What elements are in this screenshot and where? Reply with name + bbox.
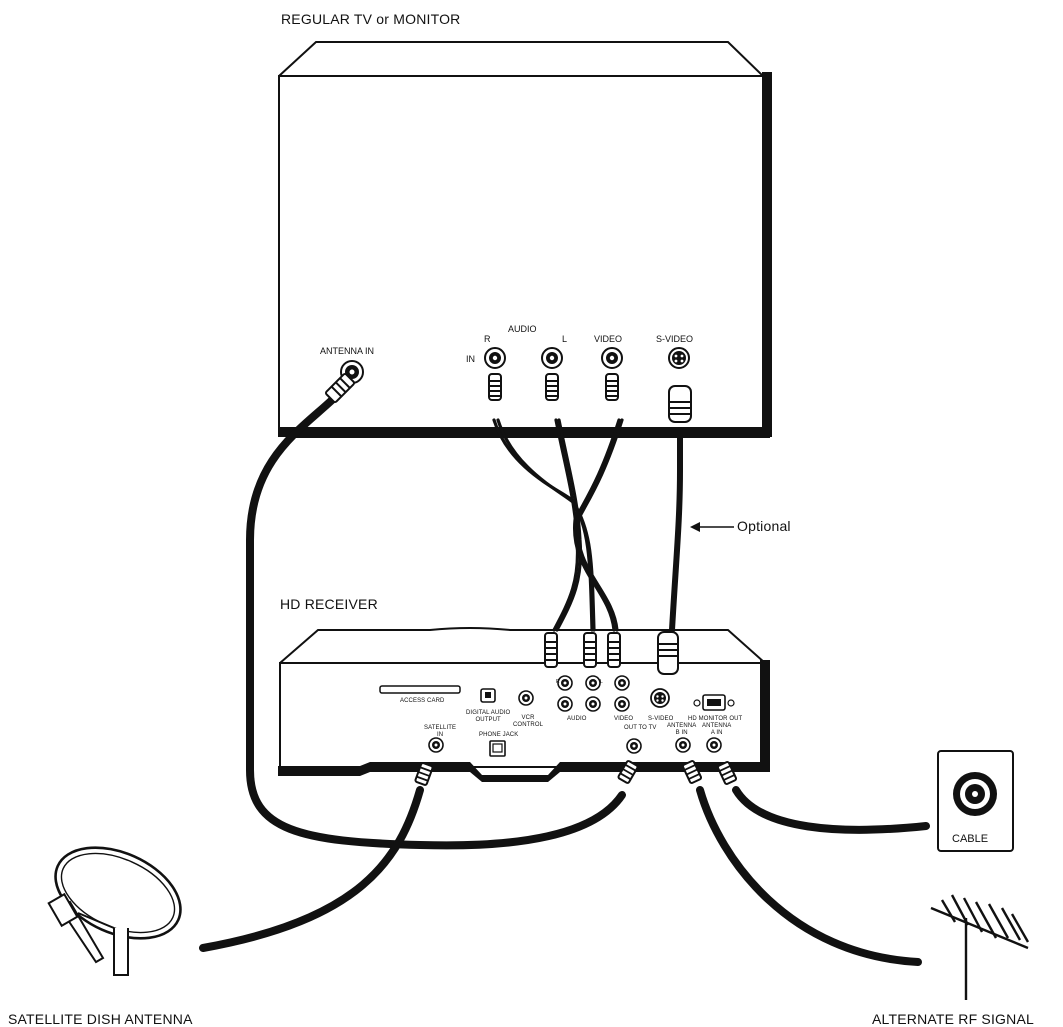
cable-wall-outlet bbox=[937, 750, 1014, 852]
receiver-audio-l2-jack[interactable] bbox=[585, 696, 601, 712]
receiver-l-label: L bbox=[600, 679, 603, 685]
tv-audio-r-plug bbox=[488, 373, 502, 401]
cable-tv-cable[interactable] bbox=[732, 786, 930, 834]
tv-audio-r-jack[interactable] bbox=[484, 347, 506, 369]
rf-antenna-cable[interactable] bbox=[696, 786, 922, 966]
tv-audio-l-jack[interactable] bbox=[541, 347, 563, 369]
out-to-tv-label: OUT TO TV bbox=[624, 725, 657, 731]
out-to-tv-jack[interactable] bbox=[626, 738, 642, 754]
tv-title: REGULAR TV or MONITOR bbox=[281, 11, 461, 27]
satellite-coax-cable[interactable] bbox=[199, 786, 424, 952]
tv-svideo-label: S-VIDEO bbox=[656, 334, 694, 344]
vcr-control-label: VCR CONTROL bbox=[513, 715, 544, 728]
digital-audio-output-port[interactable] bbox=[480, 688, 496, 703]
receiver-title: HD RECEIVER bbox=[280, 596, 378, 612]
svideo-cable[interactable] bbox=[669, 427, 683, 633]
phone-jack-port[interactable] bbox=[489, 740, 506, 757]
tv-antenna-plug bbox=[324, 372, 356, 404]
antenna-b-in-label: ANTENNA B IN bbox=[667, 723, 697, 736]
receiver-audio-l1-jack[interactable] bbox=[585, 675, 601, 691]
receiver-audio-r1-jack[interactable] bbox=[557, 675, 573, 691]
optional-label: Optional bbox=[737, 518, 791, 534]
receiver-r-label: R bbox=[556, 679, 560, 685]
tv-video-jack[interactable] bbox=[601, 347, 623, 369]
tv-antenna-in-label: ANTENNA IN bbox=[320, 346, 375, 356]
audio-video-cables[interactable] bbox=[492, 418, 624, 632]
rf-label: ALTERNATE RF SIGNAL bbox=[872, 1011, 1034, 1027]
satellite-dish-icon bbox=[47, 846, 182, 976]
tv-video-label: VIDEO bbox=[594, 334, 623, 344]
tv-l-label: L bbox=[562, 334, 568, 344]
satellite-in-jack[interactable] bbox=[428, 737, 444, 753]
tv-svideo-plug bbox=[668, 385, 692, 423]
vcr-control-jack[interactable] bbox=[518, 690, 534, 706]
receiver-plugs bbox=[413, 631, 738, 787]
tv-in-label: IN bbox=[466, 354, 475, 364]
receiver-video1-jack[interactable] bbox=[614, 675, 630, 691]
receiver-svideo-label: S-VIDEO bbox=[648, 716, 674, 722]
receiver-svideo-jack[interactable] bbox=[650, 688, 670, 708]
receiver-video-label: VIDEO bbox=[614, 716, 634, 722]
access-card-label: ACCESS CARD bbox=[400, 698, 445, 704]
tv-audio-label: AUDIO bbox=[508, 324, 537, 334]
tv-antenna-coax-cable[interactable] bbox=[246, 396, 626, 850]
antenna-a-in-label: ANTENNA A IN bbox=[702, 723, 732, 736]
dish-label: SATELLITE DISH ANTENNA bbox=[8, 1011, 193, 1027]
tv-audio-l-plug bbox=[545, 373, 559, 401]
tv-svideo-jack[interactable] bbox=[668, 347, 690, 369]
antenna-b-in-jack[interactable] bbox=[675, 737, 691, 753]
antenna-a-in-jack[interactable] bbox=[706, 737, 722, 753]
optional-arrow bbox=[690, 522, 734, 532]
tv-r-label: R bbox=[484, 334, 491, 344]
cable-label: CABLE bbox=[952, 833, 989, 845]
tv-video-plug bbox=[605, 373, 619, 401]
access-card-slot[interactable] bbox=[379, 685, 461, 694]
hd-monitor-out-label: HD MONITOR OUT bbox=[688, 716, 743, 722]
rf-antenna-icon bbox=[930, 894, 1030, 1000]
receiver-video2-jack[interactable] bbox=[614, 696, 630, 712]
receiver-audio-label: AUDIO bbox=[567, 716, 587, 722]
phone-jack-label: PHONE JACK bbox=[479, 732, 519, 738]
satellite-in-label: SATELLITE IN bbox=[424, 725, 457, 738]
hd-monitor-out-port[interactable] bbox=[693, 694, 735, 711]
digital-audio-output-label: DIGITAL AUDIO OUTPUT bbox=[466, 710, 511, 723]
receiver-audio-r2-jack[interactable] bbox=[557, 696, 573, 712]
